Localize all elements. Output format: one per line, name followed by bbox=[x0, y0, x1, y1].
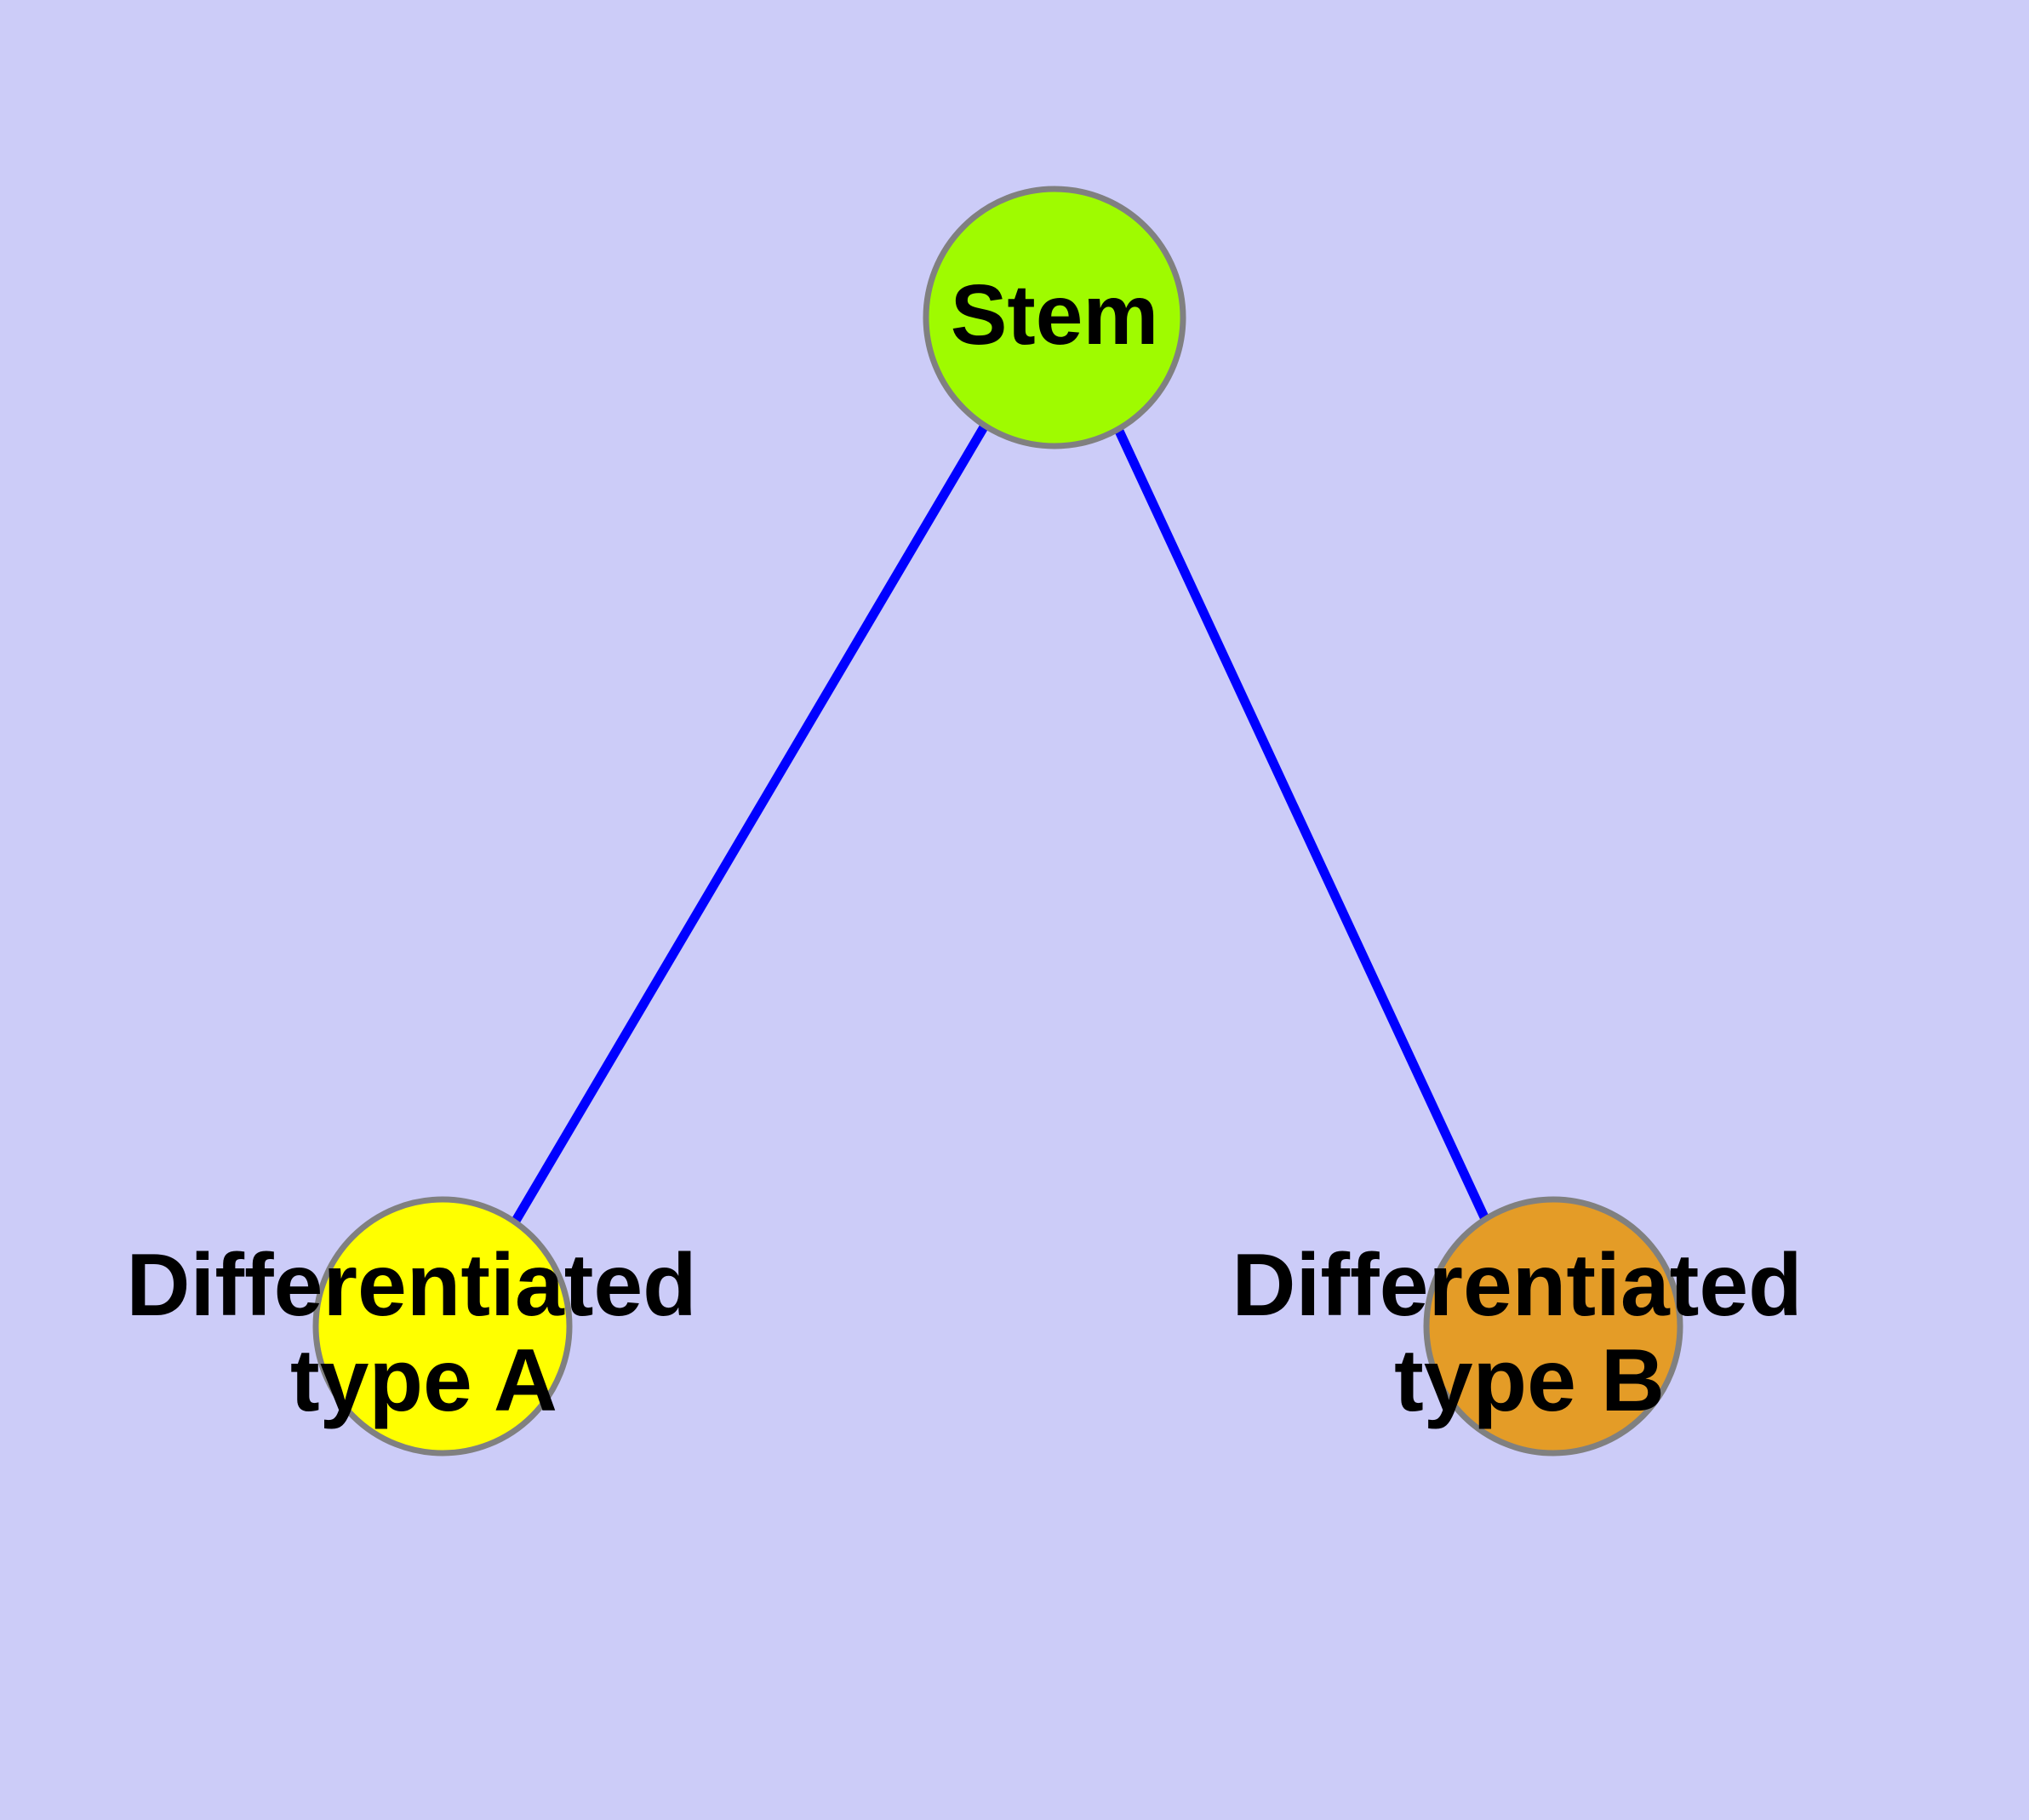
node-diff-a-label: Differentiated type A bbox=[126, 1236, 721, 1430]
node-stem[interactable] bbox=[923, 186, 1186, 449]
node-stem-label: Stem bbox=[951, 267, 1159, 363]
labels-layer: Stem Differentiated type A Differentiate… bbox=[126, 267, 1826, 1430]
node-diff-a-label-line-2: type A bbox=[290, 1331, 557, 1430]
node-diff-a-label-line-1: Differentiated bbox=[126, 1236, 696, 1335]
node-diff-b-label: Differentiated type B bbox=[1232, 1236, 1826, 1430]
node-diff-a[interactable] bbox=[312, 1196, 573, 1457]
edge-stem-to-diff-a[interactable] bbox=[512, 423, 989, 1223]
node-diff-a-circle[interactable] bbox=[312, 1196, 573, 1457]
node-stem-label-line-1: Stem bbox=[951, 267, 1159, 363]
node-diff-b-circle[interactable] bbox=[1423, 1196, 1683, 1457]
node-diff-b-label-line-2: type B bbox=[1394, 1331, 1665, 1430]
node-diff-b-label-line-1: Differentiated bbox=[1232, 1236, 1802, 1335]
node-stem-circle[interactable] bbox=[923, 186, 1186, 449]
edges-layer bbox=[512, 423, 1489, 1223]
node-diff-b[interactable] bbox=[1423, 1196, 1683, 1457]
nodes-layer bbox=[312, 186, 1683, 1457]
edge-stem-to-diff-b[interactable] bbox=[1113, 425, 1489, 1222]
